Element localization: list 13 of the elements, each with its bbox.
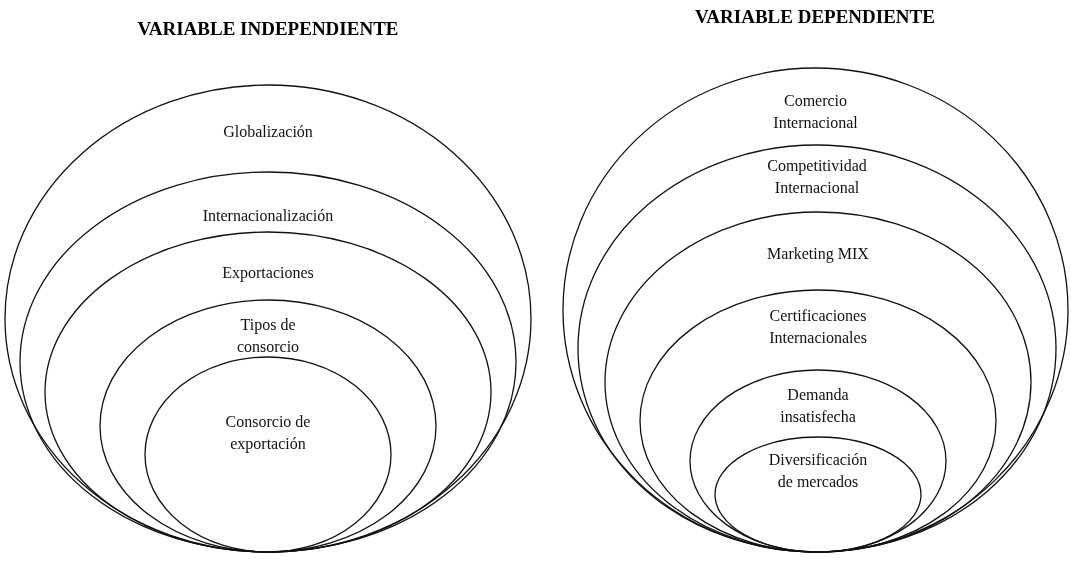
circle-label: Competitividad Internacional xyxy=(766,156,868,198)
circle-label: Globalización xyxy=(222,122,314,142)
circle-label: Comercio Internacional xyxy=(772,91,859,133)
circle-label: Exportaciones xyxy=(221,263,315,284)
section-heading: VARIABLE INDEPENDIENTE xyxy=(137,18,399,40)
circle-label: Internacionalización xyxy=(201,206,335,226)
circle-label: Tipos de consorcio xyxy=(235,315,301,357)
circle-label: Marketing MIX xyxy=(766,244,870,265)
circle-label: Consorcio de exportación xyxy=(224,412,312,455)
circle-label: Demanda insatisfecha xyxy=(779,385,857,427)
circle-label: Diversificación de mercados xyxy=(767,450,869,492)
circle-label: Certificaciones Internacionales xyxy=(768,306,868,348)
section-heading: VARIABLE DEPENDIENTE xyxy=(695,6,935,28)
